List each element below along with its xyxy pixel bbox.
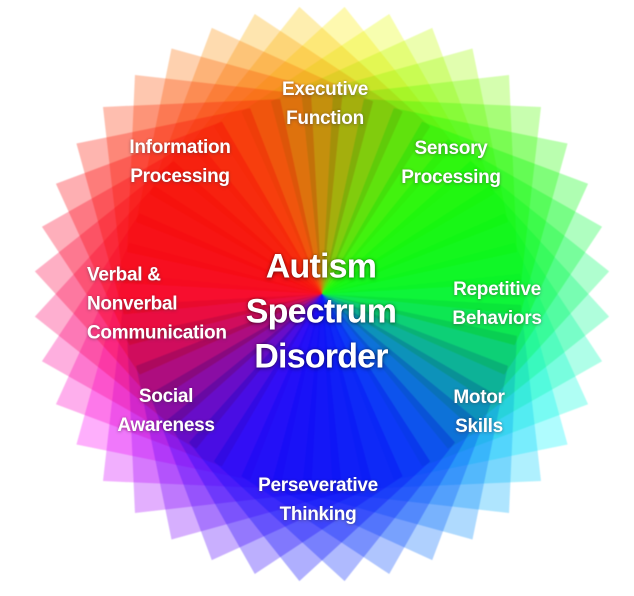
- label-motor-skills: Motor Skills: [453, 387, 505, 437]
- flower-petal: [188, 6, 431, 294]
- label-verbal-nonverbal-communication: Verbal & Nonverbal Communication: [87, 264, 227, 344]
- page-title: Autism Spectrum Disorder: [245, 247, 397, 376]
- label-sensory-processing: Sensory Processing: [401, 138, 501, 188]
- label-executive-function: Executive Function: [281, 79, 369, 129]
- label-information-processing: Information Processing: [129, 137, 231, 187]
- label-repetitive-behaviors: Repetitive Behaviors: [452, 279, 542, 329]
- label-perseverative-thinking: Perseverative Thinking: [258, 475, 378, 525]
- label-social-awareness: Social Awareness: [117, 386, 215, 436]
